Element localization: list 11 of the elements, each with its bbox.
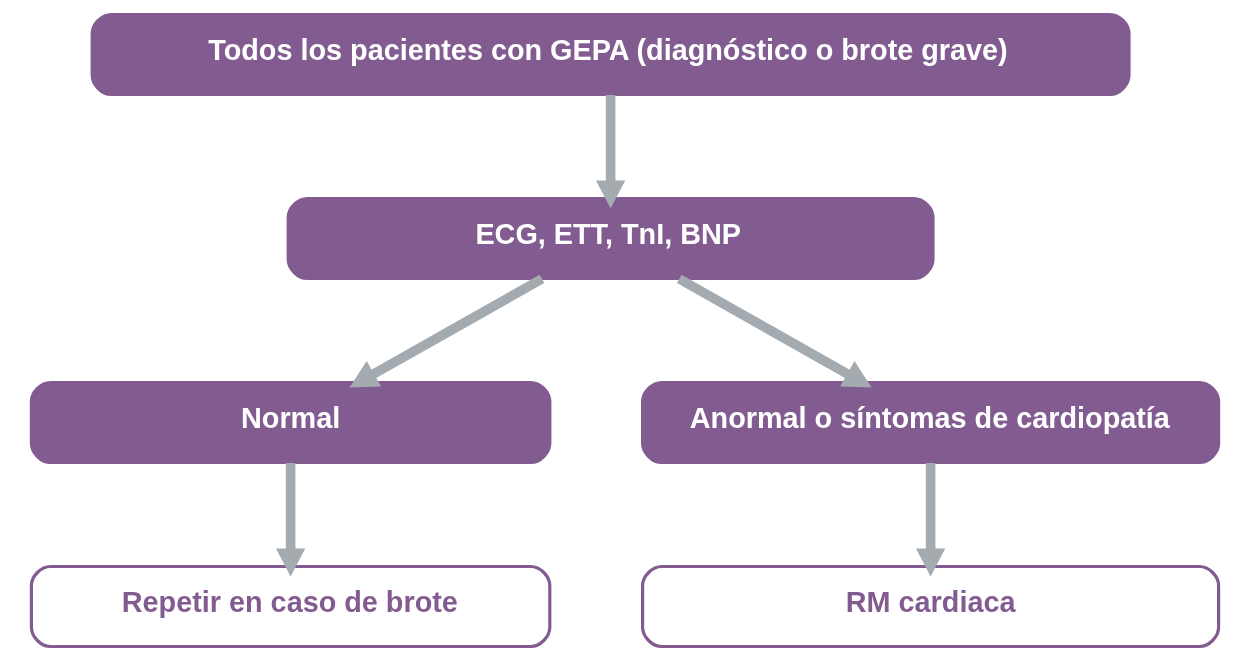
node-box: Repetir en caso de brote <box>29 564 551 649</box>
node-box: Normal <box>29 380 551 465</box>
arrow <box>349 274 544 388</box>
node-box: Todos los pacientes con GEPA (diagnóstico o brote grave) <box>90 12 1131 97</box>
node-box: ECG, ETT, TnI, BNP <box>286 196 935 281</box>
arrow <box>275 462 305 577</box>
node-box: Anormal o síntomas de cardiopatía <box>640 380 1220 465</box>
node-box: RM cardiaca <box>640 564 1220 649</box>
arrow <box>676 274 872 388</box>
arrow <box>595 94 625 209</box>
arrow <box>915 462 945 577</box>
